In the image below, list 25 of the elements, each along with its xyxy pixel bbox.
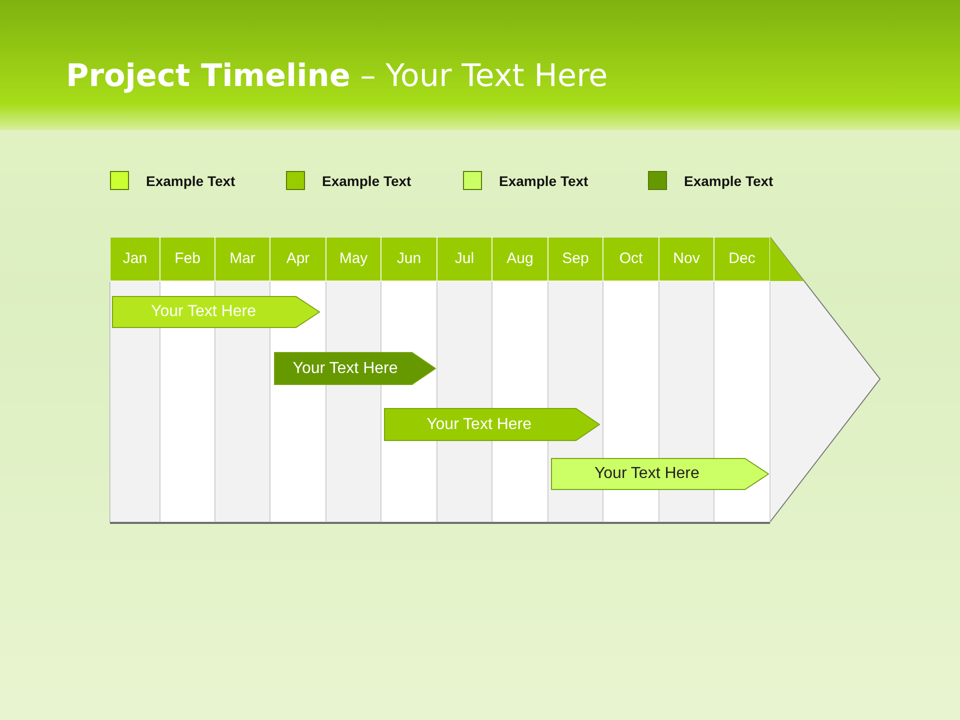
month-label: Oct (618, 249, 644, 269)
task-bar (274, 352, 436, 385)
month-label: Mar (228, 249, 256, 269)
task-label: Your Text Here (426, 414, 533, 434)
legend-label: Example Text (146, 173, 236, 189)
legend-label: Example Text (684, 173, 774, 189)
month-label: Dec (728, 249, 756, 269)
task-label: Your Text Here (593, 464, 700, 484)
month-label: Sep (561, 249, 590, 269)
month-label: Jan (122, 249, 148, 269)
legend-label: Example Text (322, 173, 412, 189)
month-label: Apr (285, 249, 311, 269)
month-label: Jun (396, 249, 422, 269)
title: Project Timeline – Your Text Here (66, 58, 608, 94)
month-label: Jul (454, 249, 476, 269)
task-bar (112, 296, 320, 328)
task-bar (384, 408, 600, 441)
month-label: Nov (672, 249, 701, 269)
task-label: Your Text Here (292, 358, 399, 378)
month-label: May (338, 249, 369, 269)
month-label: Feb (174, 249, 202, 269)
task-label: Your Text Here (150, 302, 257, 322)
month-label: Aug (506, 249, 534, 269)
task-bar (551, 458, 769, 490)
legend-label: Example Text (499, 173, 588, 189)
